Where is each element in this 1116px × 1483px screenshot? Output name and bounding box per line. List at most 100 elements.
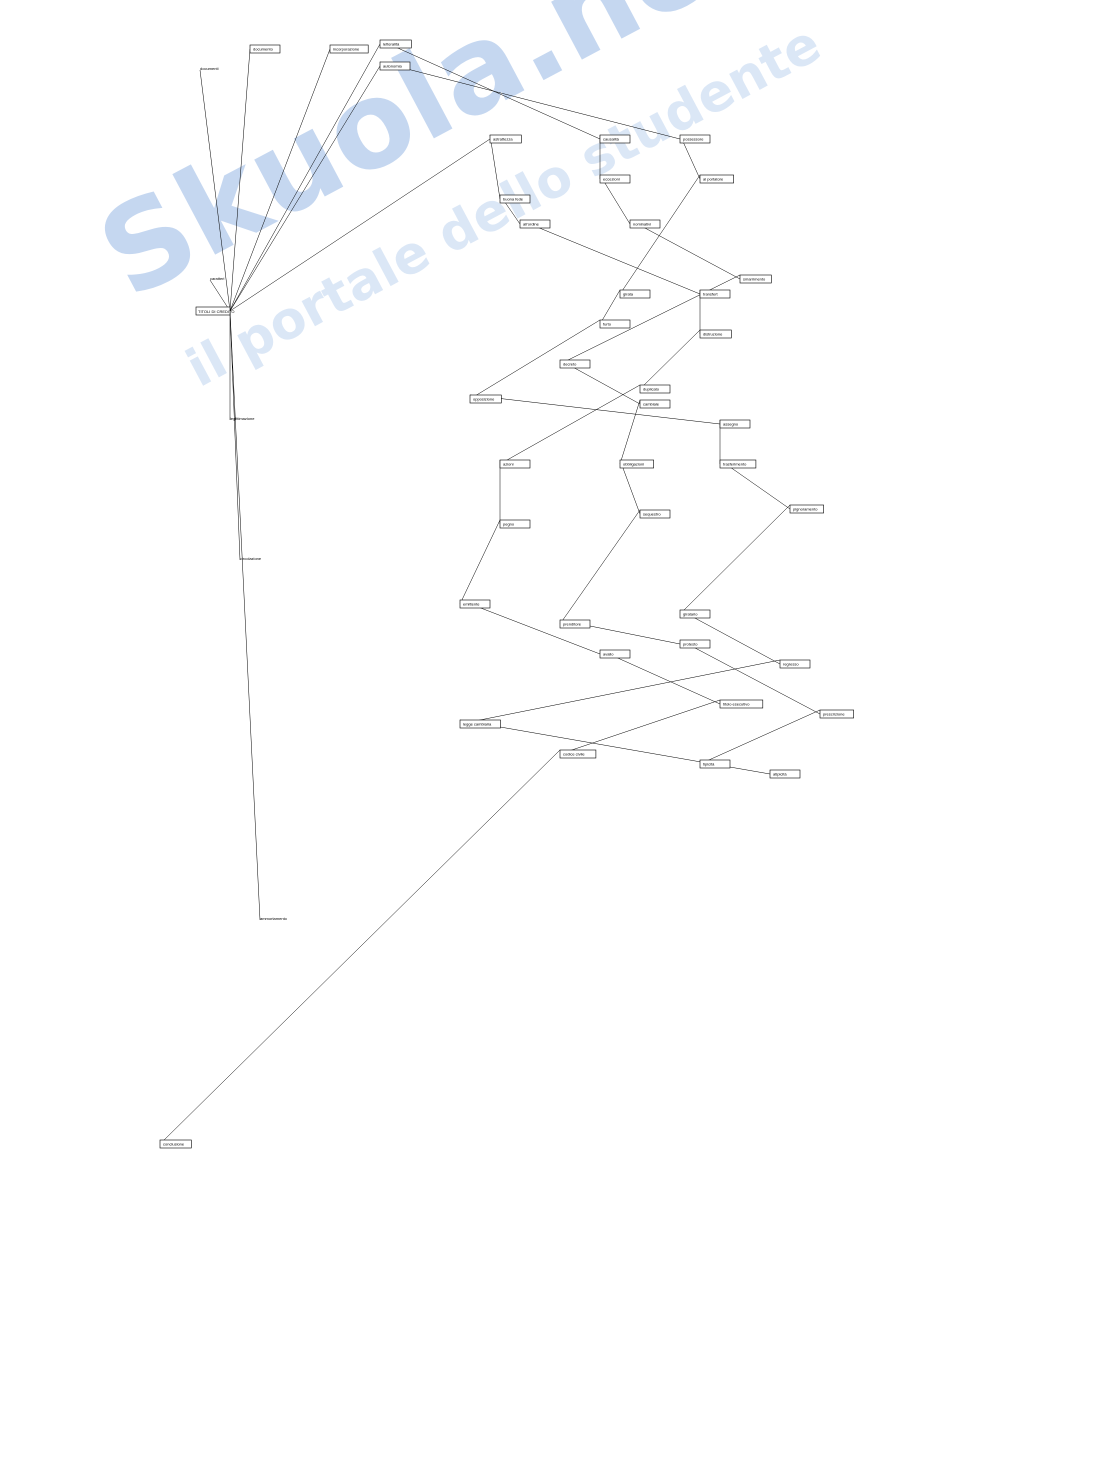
concept-node: eccezioni xyxy=(599,174,631,184)
connector-line xyxy=(229,310,261,921)
concept-node-label: possessore xyxy=(683,137,704,142)
concept-node: emittente xyxy=(459,599,491,609)
concept-node: tipicità xyxy=(699,759,731,769)
concept-node-label: atipicità xyxy=(773,772,787,777)
connector-line xyxy=(209,279,231,312)
concept-node: autonomia xyxy=(379,61,411,71)
connector-line xyxy=(499,384,641,465)
connector-line xyxy=(639,329,701,390)
concept-node-label: letteralità xyxy=(383,42,400,47)
concept-node-label: smarrimento xyxy=(743,277,766,282)
concept-node-box xyxy=(699,329,732,339)
concept-node: girata xyxy=(619,289,651,299)
concept-node: nominativi xyxy=(629,219,661,229)
concept-node: titolo esecutivo xyxy=(719,699,764,709)
concept-node-label: girata xyxy=(623,292,634,297)
branch-label: caratteri xyxy=(210,276,225,281)
connector-line xyxy=(629,219,741,280)
concept-node-box xyxy=(679,134,711,144)
concept-node: transfert xyxy=(699,289,731,299)
connector-line xyxy=(559,509,641,625)
concept-node-label: transfert xyxy=(703,292,719,297)
concept-node-box xyxy=(559,749,597,759)
concept-node-box xyxy=(499,194,531,204)
branch-label: circolazione xyxy=(240,556,262,561)
connector-line xyxy=(599,649,721,705)
concept-node: pignoramento xyxy=(789,504,824,514)
branch-label: documenti xyxy=(200,66,219,71)
concept-node-box xyxy=(699,289,731,299)
concept-node-label: legge cambiaria xyxy=(463,722,492,727)
connector-line xyxy=(229,43,381,312)
concept-node-box xyxy=(519,219,551,229)
concept-node-label: obbligazioni xyxy=(623,462,644,467)
concept-node-box xyxy=(489,134,522,144)
concept-node: obbligazioni xyxy=(619,459,654,469)
concept-node-label: assegno xyxy=(723,422,739,427)
concept-node: codice civile xyxy=(559,749,597,759)
concept-node-box xyxy=(249,44,281,54)
concept-node-box xyxy=(379,39,412,49)
concept-node-box xyxy=(379,61,411,71)
concept-node-box xyxy=(619,289,651,299)
concept-node-box xyxy=(779,659,811,669)
concept-node: trasferimento xyxy=(719,459,757,469)
concept-node-box xyxy=(619,459,654,469)
connector-line xyxy=(619,399,641,465)
root-node-label: TITOLI DI CREDITO xyxy=(198,309,235,314)
concept-node: opposizione xyxy=(469,394,502,404)
concept-node: prenditore xyxy=(559,619,591,629)
connector-line xyxy=(489,134,501,200)
concept-node-label: causalità xyxy=(603,137,620,142)
concept-node: prescrizione xyxy=(819,709,854,719)
connector-line xyxy=(229,138,491,312)
concept-node-box xyxy=(329,44,369,54)
connector-line xyxy=(679,609,781,665)
concept-node: smarrimento xyxy=(739,274,772,284)
concept-node: all'ordine xyxy=(519,219,551,229)
connector-line xyxy=(379,61,681,140)
connector-lines xyxy=(159,39,821,1145)
root-node: TITOLI DI CREDITO xyxy=(195,306,235,316)
concept-node: azioni xyxy=(499,459,531,469)
concept-node: furto xyxy=(599,319,631,329)
connector-line xyxy=(699,709,821,765)
concept-node: sequestro xyxy=(639,509,671,519)
concept-node: legge cambiaria xyxy=(459,719,501,729)
concept-node: buona fede xyxy=(499,194,531,204)
concept-node-label: titolo esecutivo xyxy=(723,702,750,707)
concept-node-label: tipicità xyxy=(703,762,715,767)
concept-node-box xyxy=(679,639,711,649)
connector-line xyxy=(199,69,231,312)
connector-line xyxy=(679,639,821,715)
concept-node-box xyxy=(459,599,491,609)
concept-node-box xyxy=(559,619,591,629)
concept-node-label: eccezioni xyxy=(603,177,620,182)
concept-node-box xyxy=(639,399,671,409)
concept-node: al portatore xyxy=(699,174,734,184)
concept-node: astrattezza xyxy=(489,134,522,144)
concept-node: cambiale xyxy=(639,399,671,409)
concept-node-label: cambiale xyxy=(643,402,660,407)
concept-node-box xyxy=(699,174,734,184)
concept-node-box xyxy=(639,384,671,394)
concept-node-box xyxy=(739,274,772,284)
branch-labels: documenticaratterilegittimazionecircolaz… xyxy=(200,66,288,921)
concept-node-label: astrattezza xyxy=(493,137,513,142)
connector-line xyxy=(619,459,641,515)
concept-node-label: giratario xyxy=(683,612,698,617)
connector-line xyxy=(619,174,701,295)
concept-node-label: azioni xyxy=(503,462,514,467)
concept-node-box xyxy=(769,769,801,779)
concept-node-box xyxy=(719,699,764,709)
connector-line xyxy=(229,48,251,312)
concept-node-label: regresso xyxy=(783,662,799,667)
concept-node-label: autonomia xyxy=(383,64,402,69)
concept-node: duplicato xyxy=(639,384,671,394)
watermark: Skuola.net il portale dello studente xyxy=(78,0,830,399)
concept-node-label: trasferimento xyxy=(723,462,747,467)
connector-line xyxy=(159,749,561,1145)
connector-line xyxy=(469,319,601,400)
